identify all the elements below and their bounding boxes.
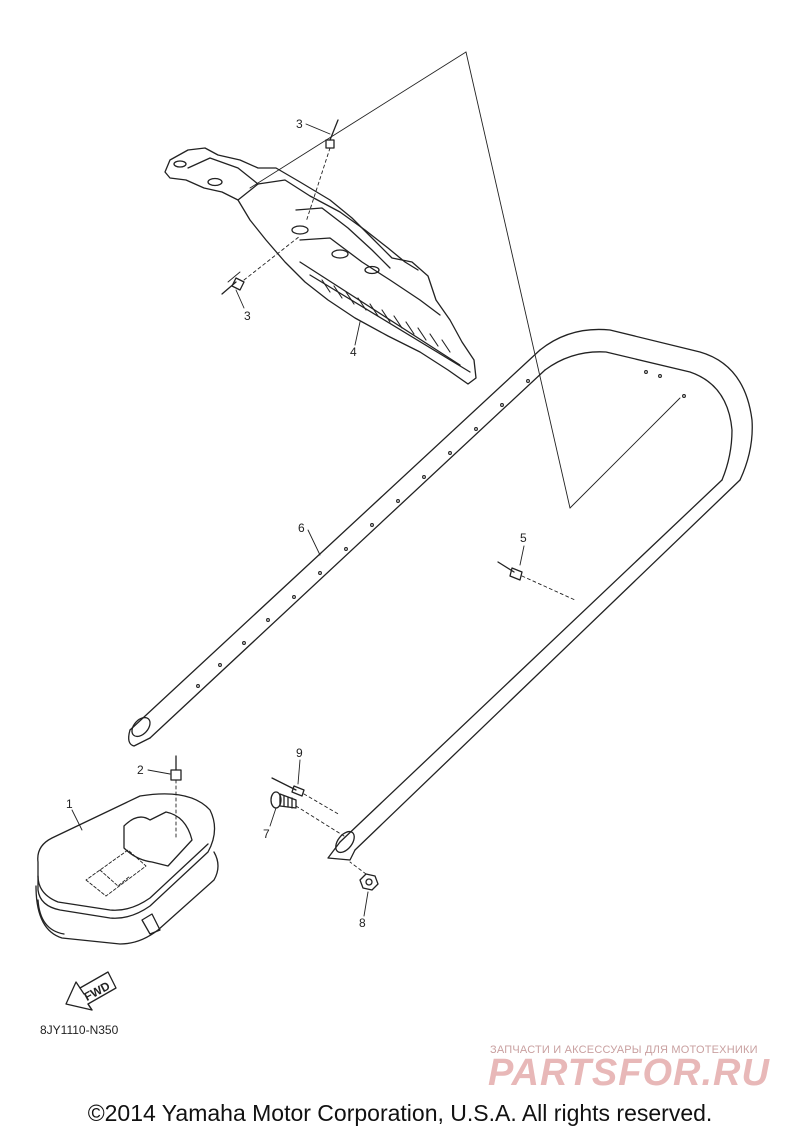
rivet-part-5 [497,561,576,601]
callout-leaders [71,123,525,917]
callout-9: 9 [296,746,303,760]
callout-8: 8 [359,916,366,930]
bag-part-1 [35,793,219,945]
callout-1: 1 [66,797,73,811]
copyright-notice: ©2014 Yamaha Motor Corporation, U.S.A. A… [87,1100,713,1126]
rivet-part-9 [271,777,341,816]
nut-part-8 [349,861,379,891]
fwd-arrow-icon [65,971,117,1011]
rivet-part-3-upper [305,119,339,223]
rail-part-6 [128,328,753,861]
callout-5: 5 [520,531,527,545]
drawing-code: 8JY1110-N350 [40,1023,119,1037]
callout-7: 7 [263,827,270,841]
callout-6: 6 [298,521,305,535]
rivet-part-3-lower [221,235,301,295]
watermark-tagline: ЗАПЧАСТИ И АКСЕССУАРЫ ДЛЯ МОТОТЕХНИКИ [490,1044,758,1056]
watermark-logo: PARTSFOR.RU [488,1052,770,1094]
bolt-part-7 [270,791,345,837]
rivet-part-2 [170,755,182,841]
callout-3-upper: 3 [296,117,303,131]
fwd-label: FWD [82,979,113,1004]
assembly-guide-lines [227,51,681,509]
callout-3-lower: 3 [244,309,251,323]
callout-4: 4 [350,345,357,359]
callout-2: 2 [137,763,144,777]
bracket-part-4 [164,147,477,385]
